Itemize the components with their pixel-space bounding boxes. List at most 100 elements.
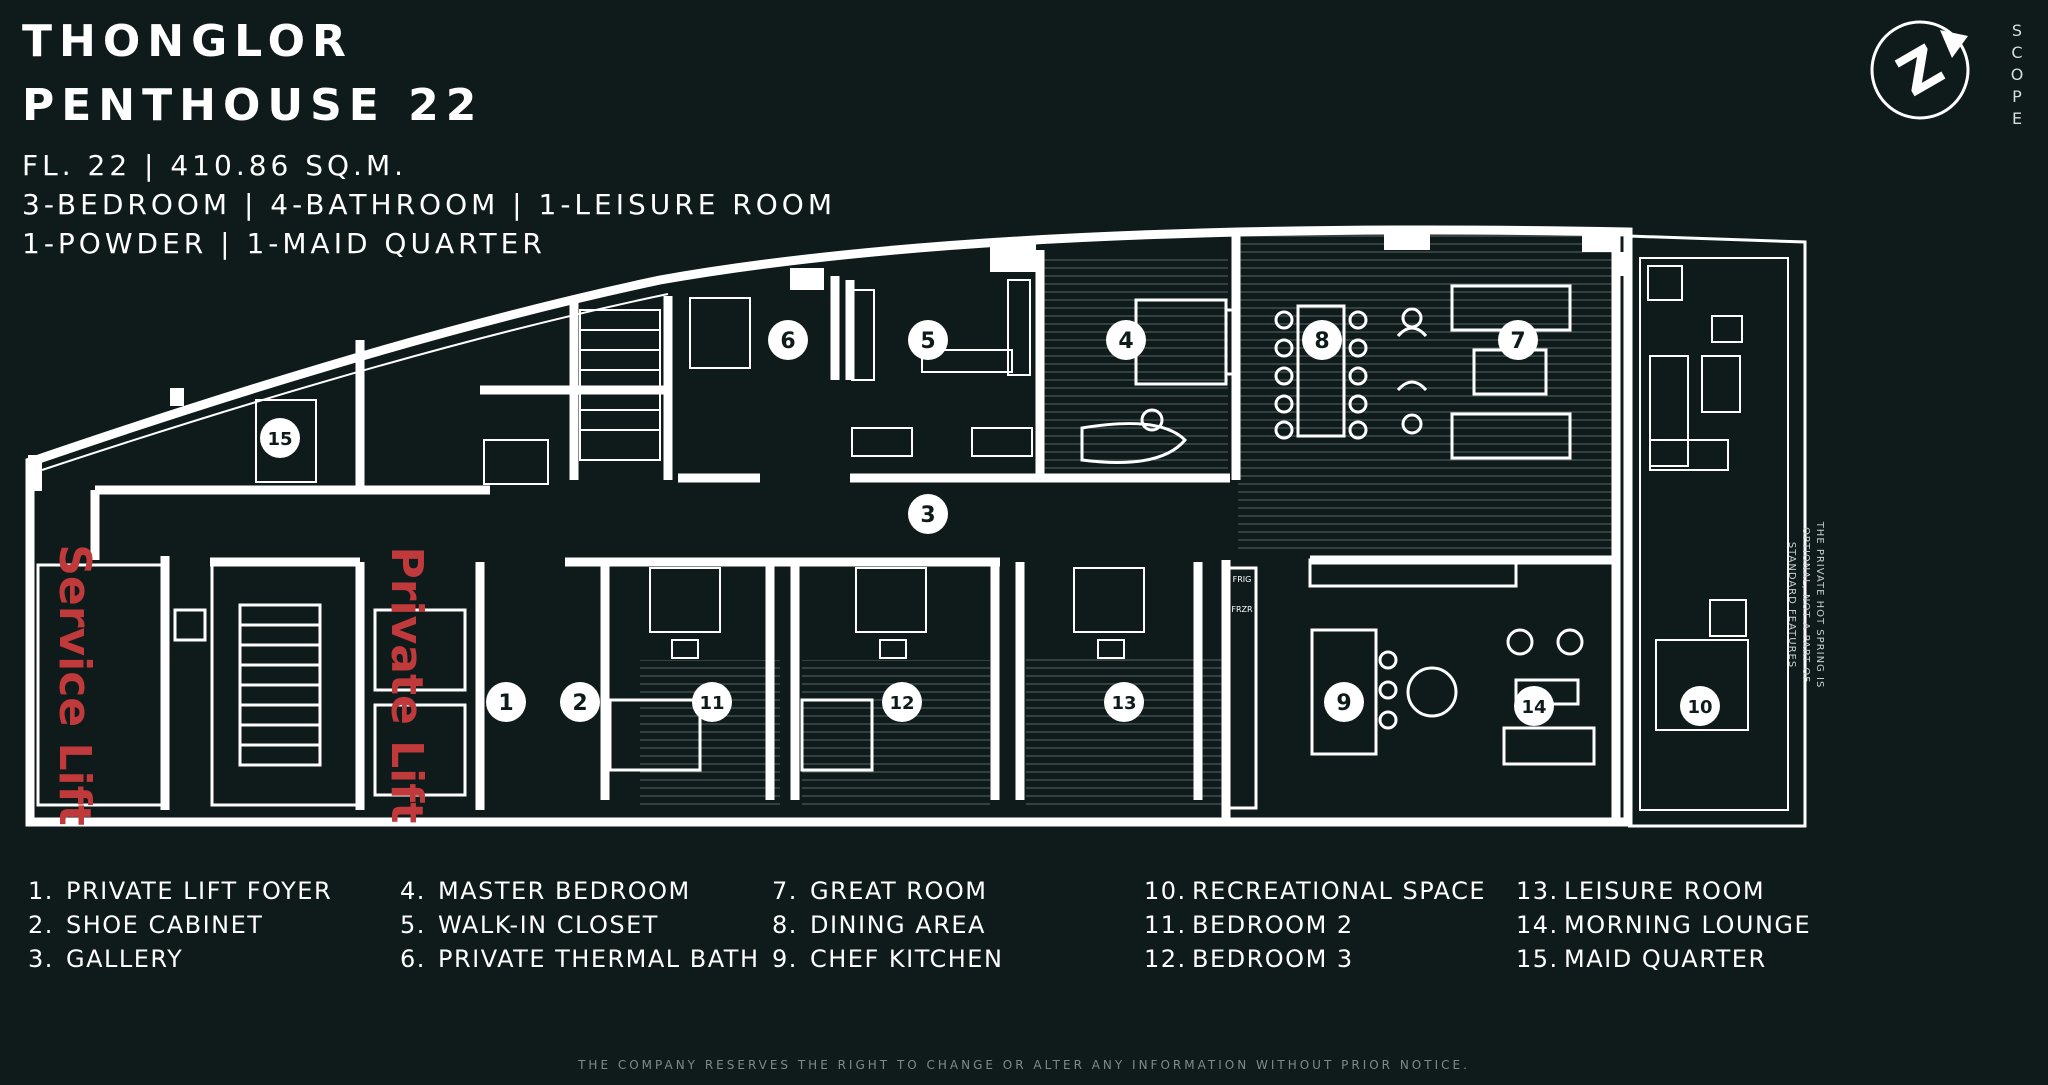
legend-number: 12.: [1144, 945, 1187, 973]
disclaimer: THE COMPANY RESERVES THE RIGHT TO CHANGE…: [578, 1058, 1470, 1072]
room-marker-label: 10: [1687, 697, 1712, 718]
room-marker-label: 3: [920, 503, 935, 528]
fridge-label: FRIG: [1233, 575, 1252, 584]
kitchen-island: [1226, 558, 1518, 810]
room-marker: 3: [908, 494, 948, 534]
title-line-2: PENTHOUSE 22: [22, 80, 484, 131]
legend-number: 13.: [1516, 877, 1559, 905]
room-marker: 11: [692, 682, 732, 722]
hot-spring-note: THE PRIVATE HOT SPRING IS OPTIONAL, NOT …: [1786, 521, 1825, 689]
bathroom-fixtures: [255, 297, 1145, 659]
legend-number: 7.: [772, 877, 798, 905]
legend-label: RECREATIONAL SPACE: [1192, 877, 1487, 905]
room-marker-label: 8: [1314, 329, 1329, 354]
brand-letter: C: [2011, 43, 2025, 62]
legend-item: 2.SHOE CABINET: [28, 908, 332, 942]
room-marker: 14: [1514, 686, 1554, 726]
legend-label: LEISURE ROOM: [1564, 877, 1766, 905]
great-room-floor: [1238, 230, 1616, 550]
room-marker: 15: [260, 418, 300, 458]
legend-label: BEDROOM 3: [1192, 945, 1354, 973]
north-arrow-logo: Z: [1870, 20, 1970, 120]
legend-label: DINING AREA: [810, 911, 986, 939]
room-marker: 4: [1106, 320, 1146, 360]
legend-number: 10.: [1144, 877, 1187, 905]
legend-label: GREAT ROOM: [810, 877, 988, 905]
window-mullions: [28, 228, 1632, 491]
legend-number: 6.: [400, 945, 426, 973]
legend-item: 15.MAID QUARTER: [1516, 942, 1811, 976]
legend-number: 15.: [1516, 945, 1559, 973]
legend-label: SHOE CABINET: [66, 911, 264, 939]
legend-item: 12.BEDROOM 3: [1144, 942, 1486, 976]
lift-core: [36, 563, 467, 807]
room-marker: 12: [882, 682, 922, 722]
dining-table: [1274, 304, 1428, 440]
private-lift-label: Private Lift: [381, 547, 432, 824]
legend-item: 7. GREAT ROOM: [772, 874, 1003, 908]
legend-column: 10.RECREATIONAL SPACE 11.BEDROOM 2 12.BE…: [1144, 874, 1486, 976]
legend-item: 8. DINING AREA: [772, 908, 1003, 942]
terrace-inner: [1639, 257, 1789, 811]
spec-line-3: 1-POWDER | 1-MAID QUARTER: [22, 227, 546, 260]
brand-letter: O: [2010, 65, 2026, 84]
legend-number: 9.: [772, 945, 798, 973]
legend-item: 9.CHEF KITCHEN: [772, 942, 1003, 976]
room-marker-label: 1: [498, 691, 513, 716]
legend-label: GALLERY: [66, 945, 184, 973]
room-marker-label: 4: [1118, 329, 1133, 354]
room-marker-label: 2: [572, 691, 587, 716]
closet-shelving: [851, 279, 1033, 457]
room-marker: 8: [1302, 320, 1342, 360]
brand-wordmark: S C O P E: [2008, 20, 2028, 130]
room-marker: 6: [768, 320, 808, 360]
room-marker-label: 6: [780, 329, 795, 354]
exterior-wall: [25, 225, 1633, 827]
legend-item: 1.PRIVATE LIFT FOYER: [28, 874, 332, 908]
legend-label: MASTER BEDROOM: [438, 877, 691, 905]
room-marker-label: 15: [267, 429, 292, 450]
legend-column: 13.LEISURE ROOM 14.MORNING LOUNGE 15.MAI…: [1516, 874, 1811, 976]
room-marker: 13: [1104, 682, 1144, 722]
room-marker: 10: [1680, 686, 1720, 726]
legend-item: 5.WALK-IN CLOSET: [400, 908, 760, 942]
bedroom-beds: [608, 698, 874, 772]
room-marker-label: 14: [1521, 697, 1546, 718]
legend-item: 14.MORNING LOUNGE: [1516, 908, 1811, 942]
room-marker-label: 9: [1336, 691, 1351, 716]
legend-item: 3. GALLERY: [28, 942, 332, 976]
upper-stair: [579, 309, 661, 461]
room-marker-label: 13: [1111, 693, 1136, 714]
legend-number: 11.: [1144, 911, 1187, 939]
freezer-label: FRZR: [1231, 605, 1253, 614]
legend-number: 14.: [1516, 911, 1559, 939]
legend-item: 6. PRIVATE THERMAL BATH: [400, 942, 760, 976]
terrace-outline: [1627, 234, 1807, 828]
legend-item: 10.RECREATIONAL SPACE: [1144, 874, 1486, 908]
brand-letter: S: [2011, 21, 2025, 40]
bedroom-3-floor: [802, 660, 990, 810]
legend-number: 3.: [28, 945, 54, 973]
room-marker: 9: [1324, 682, 1364, 722]
title-line-1: THONGLOR: [22, 16, 353, 67]
brand-letter: E: [2011, 109, 2025, 128]
legend-label: MORNING LOUNGE: [1564, 911, 1812, 939]
legend-column: 1.PRIVATE LIFT FOYER 2.SHOE CABINET 3. GA…: [28, 874, 332, 976]
room-marker-label: 5: [920, 329, 935, 354]
service-lift-label: Service Lift: [49, 544, 100, 826]
spec-line-1: FL. 22 | 410.86 SQ.M.: [22, 149, 408, 182]
legend-label: BEDROOM 2: [1192, 911, 1354, 939]
leisure-room-floor: [1026, 655, 1226, 810]
project-title: THONGLOR PENTHOUSE 22: [22, 10, 483, 138]
room-marker-label: 7: [1510, 329, 1525, 354]
legend-item: 4. MASTER BEDROOM: [400, 874, 760, 908]
legend-label: PRIVATE THERMAL BATH: [438, 945, 760, 973]
legend-column: 7. GREAT ROOM 8. DINING AREA 9.CHEF KITCHE…: [772, 874, 1003, 976]
spec-line-2: 3-BEDROOM | 4-BATHROOM | 1-LEISURE ROOM: [22, 188, 836, 221]
room-marker: 5: [908, 320, 948, 360]
terrace-furniture: [1647, 265, 1749, 731]
brand-letter: P: [2012, 87, 2024, 106]
legend-number: 4.: [400, 877, 426, 905]
legend-number: 8.: [772, 911, 798, 939]
